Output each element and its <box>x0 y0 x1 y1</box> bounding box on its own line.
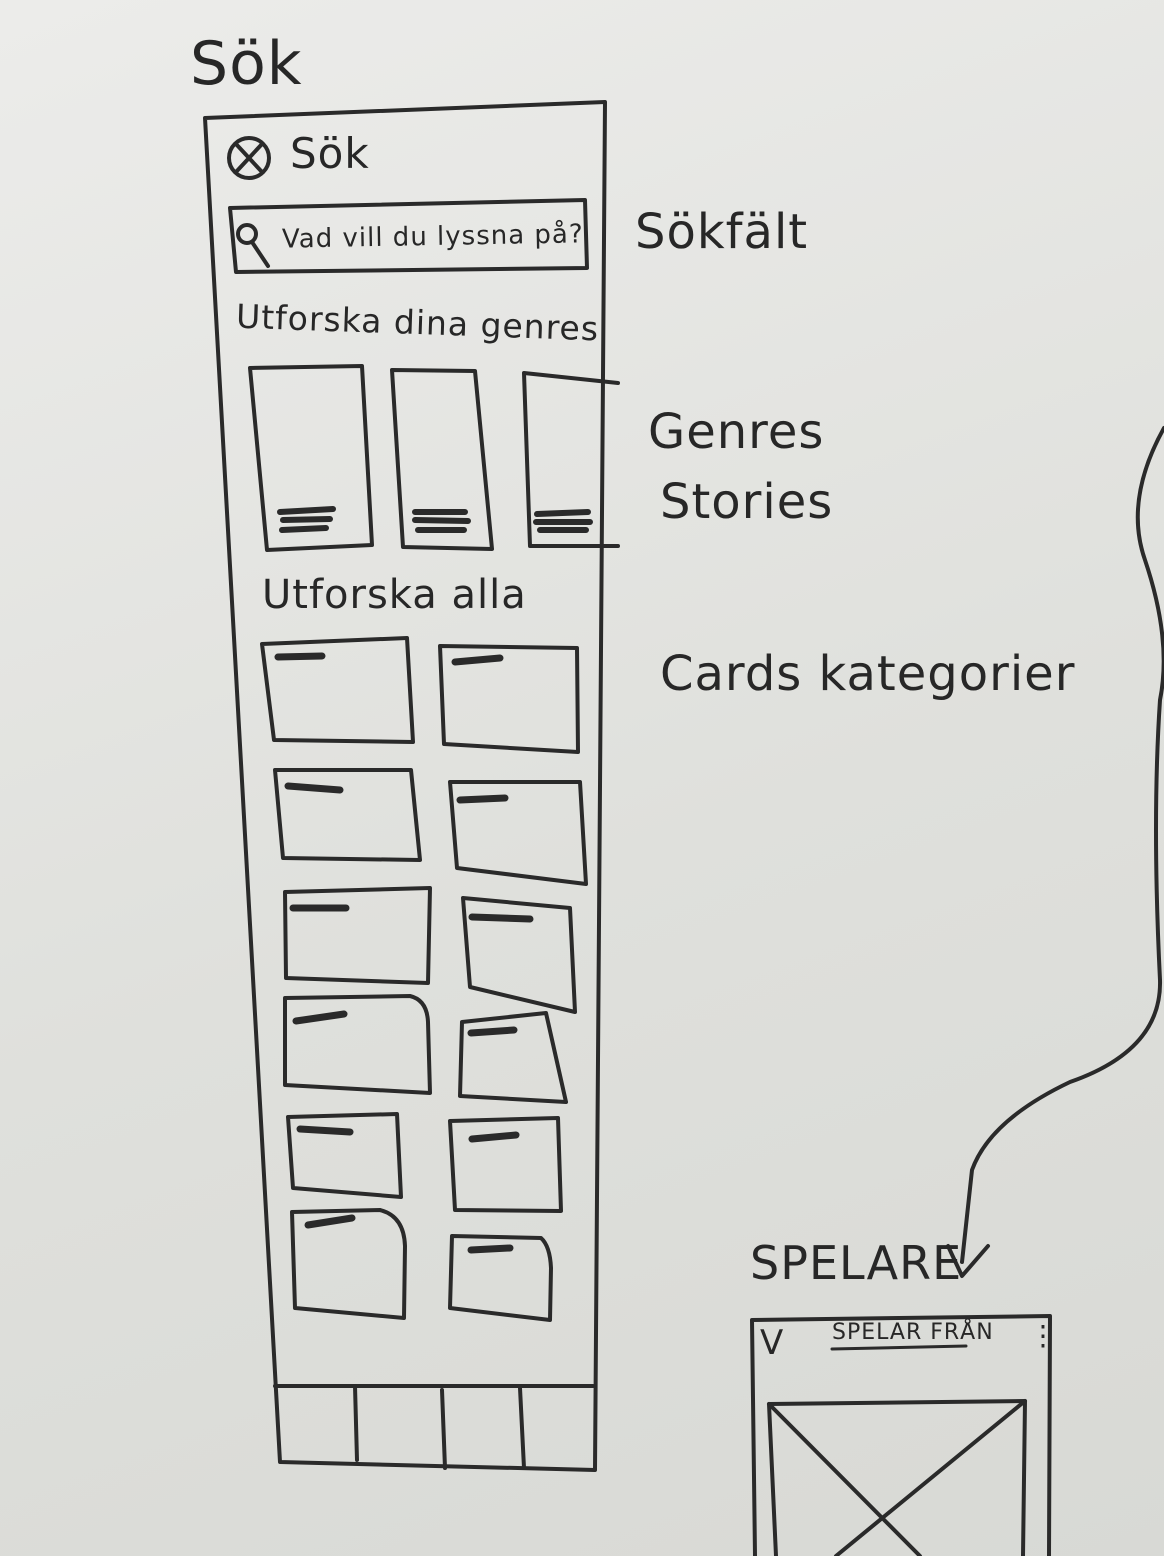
search-icon <box>236 223 270 268</box>
flow-arrow <box>960 426 1164 1264</box>
genre-card-3 <box>522 371 620 548</box>
annotation-cards: Cards kategorier <box>660 646 1076 702</box>
search-placeholder[interactable]: Vad vill du lyssna på? <box>281 219 584 255</box>
genre-card-lines <box>277 506 593 533</box>
board-title: Sök <box>190 29 303 99</box>
screen-title: Sök <box>290 129 370 178</box>
annotation-sokfalt: Sökfält <box>635 204 809 260</box>
player-frame <box>750 1314 1052 1556</box>
search-field <box>228 198 589 274</box>
annotation-genres: Genres <box>648 404 825 460</box>
close-icon <box>227 136 271 180</box>
chevron-down-icon[interactable]: V <box>760 1323 785 1363</box>
category-cards <box>260 636 588 1322</box>
image-placeholder-icon <box>767 1399 1027 1556</box>
tab-bar <box>273 1384 595 1470</box>
annotation-stories: Stories <box>660 474 834 530</box>
flow-arrow-head <box>946 1244 990 1278</box>
genre-card-2 <box>390 368 494 551</box>
genre-card-1 <box>248 364 374 552</box>
alla-heading: Utforska alla <box>262 572 527 618</box>
player-header-text: SPELAR FRÅN <box>832 1320 994 1345</box>
category-card-titles <box>274 652 534 1254</box>
player-header-underline <box>830 1344 968 1351</box>
more-menu-icon[interactable]: ⋮ <box>1029 1319 1058 1352</box>
phone-frame <box>203 100 607 1472</box>
player-title: SPELARE <box>750 1236 963 1290</box>
